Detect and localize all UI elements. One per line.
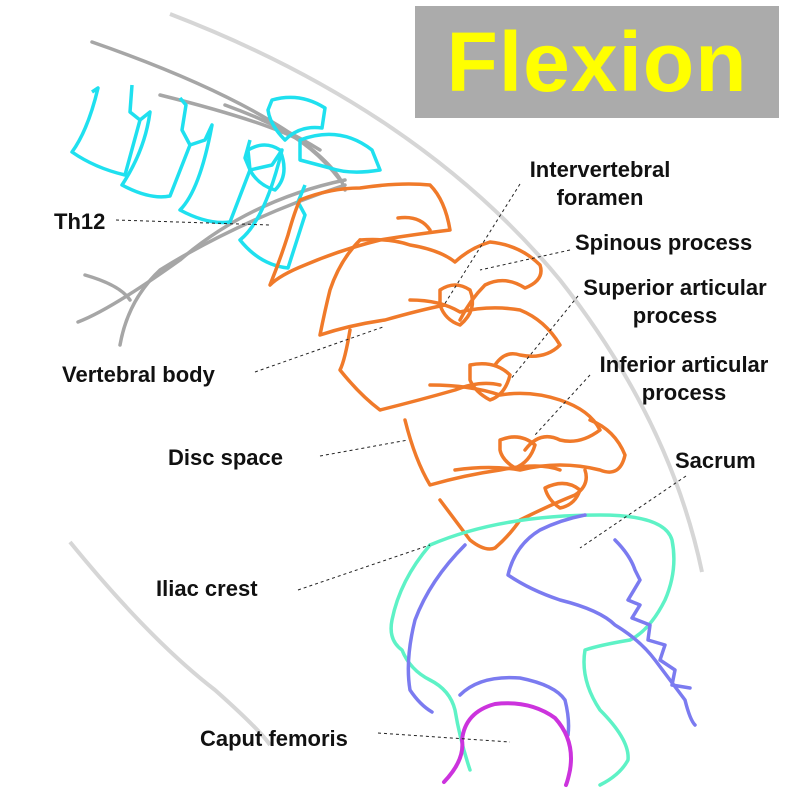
front-skin-contour bbox=[68, 540, 272, 747]
label-spinous-process: Spinous process bbox=[575, 230, 753, 255]
leader-disc-space bbox=[319, 439, 409, 457]
label-intervertebral-foramen: Intervertebral foramen bbox=[512, 156, 688, 212]
label-inferior-articular-process: Inferior articular process bbox=[578, 351, 790, 407]
label-superior-articular-process: Superior articular process bbox=[563, 274, 787, 330]
label-iliac-crest: Iliac crest bbox=[156, 576, 258, 601]
label-superior-articular-line2: process bbox=[632, 303, 718, 328]
ribs bbox=[76, 40, 347, 347]
thoracic-vertebrae bbox=[70, 84, 382, 270]
label-inferior-articular-line1: Inferior articular bbox=[599, 352, 769, 377]
page-title: Flexion bbox=[446, 15, 748, 109]
title-banner: Flexion bbox=[415, 6, 779, 118]
label-disc-space: Disc space bbox=[168, 445, 283, 470]
femoral-head bbox=[442, 701, 573, 787]
sacrum bbox=[406, 513, 697, 737]
leader-iliac-crest bbox=[297, 544, 431, 591]
label-superior-articular-line1: Superior articular bbox=[583, 275, 767, 300]
label-caput-femoris: Caput femoris bbox=[200, 726, 348, 751]
leader-caput-femoris bbox=[377, 732, 511, 743]
leader-vertebral-body bbox=[254, 326, 384, 373]
leader-lines bbox=[115, 183, 687, 743]
leader-superior-articular bbox=[509, 295, 579, 381]
label-intervertebral-foramen-line2: foramen bbox=[556, 185, 644, 210]
label-vertebral-body: Vertebral body bbox=[62, 362, 215, 387]
label-sacrum: Sacrum bbox=[675, 448, 756, 473]
label-intervertebral-foramen-line1: Intervertebral bbox=[529, 157, 671, 182]
lumbar-vertebrae bbox=[268, 182, 627, 551]
iliac-bone bbox=[389, 513, 676, 787]
leader-inferior-articular bbox=[534, 374, 591, 436]
label-th12: Th12 bbox=[54, 209, 106, 234]
label-inferior-articular-line2: process bbox=[641, 380, 727, 405]
leader-th12 bbox=[115, 219, 271, 226]
back-skin-contour bbox=[169, 12, 704, 573]
